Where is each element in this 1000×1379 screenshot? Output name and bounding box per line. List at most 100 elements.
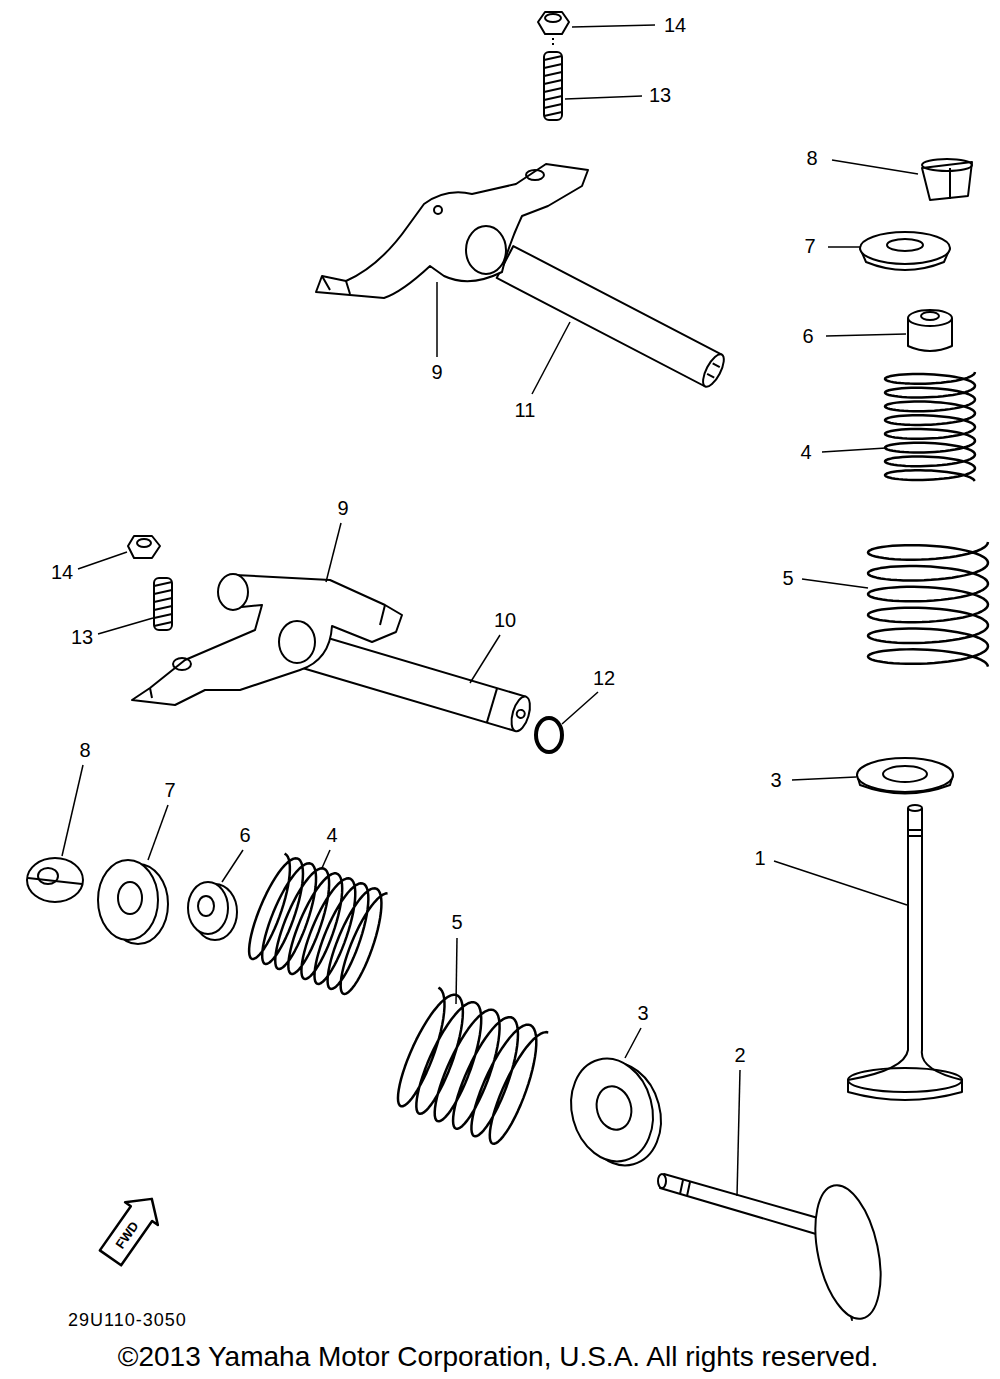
valve-cotter	[922, 159, 972, 200]
callout-number: 5	[782, 568, 793, 588]
inner-spring	[885, 372, 975, 481]
leader-line	[456, 938, 457, 1004]
callout-number: 1	[754, 848, 765, 868]
rocker-arm	[132, 574, 402, 705]
rocker-arm	[316, 164, 588, 298]
leader-line	[532, 322, 570, 394]
leader-line	[826, 334, 906, 336]
stem-seal	[908, 310, 952, 326]
spring-seat	[883, 766, 927, 782]
adjust-screw	[552, 38, 554, 48]
rocker-arm	[434, 206, 442, 214]
intake-valve	[908, 830, 922, 836]
stem-seal	[921, 312, 939, 320]
callout-number: 4	[326, 825, 337, 845]
outer-spring	[868, 542, 988, 667]
rocker-arm	[173, 658, 191, 670]
callout-number: 2	[734, 1045, 745, 1065]
spring-retainer	[887, 239, 923, 251]
leader-line	[78, 552, 127, 569]
rocker-shaft	[516, 709, 526, 719]
adjust-screw	[544, 56, 562, 116]
callout-number: 13	[649, 85, 671, 105]
spring-coil	[885, 372, 975, 481]
spring-seat	[592, 1082, 636, 1133]
rocker-shaft	[300, 633, 526, 731]
callout-number: 9	[431, 362, 442, 382]
spring-retainer	[98, 860, 168, 944]
callout-number: 6	[802, 326, 813, 346]
spring-seat	[857, 758, 953, 794]
callout-number: 6	[239, 825, 250, 845]
callout-number: 14	[51, 562, 73, 582]
spring-coil	[868, 542, 988, 667]
spring-retainer	[860, 232, 950, 264]
rocker-shaft	[497, 246, 722, 386]
valve-cotter	[27, 858, 83, 902]
intake-valve	[848, 808, 962, 1100]
stem-seal	[908, 310, 952, 351]
callout-number: 9	[337, 498, 348, 518]
stem-seal	[198, 896, 214, 916]
rocker-arm	[218, 574, 248, 610]
o-ring	[536, 718, 562, 752]
intake-valve	[848, 1068, 962, 1092]
valve-cotter	[949, 168, 951, 199]
valve-cotter	[27, 858, 83, 902]
intake-valve	[908, 805, 922, 811]
leader-line	[222, 850, 243, 882]
rocker-shaft	[497, 246, 728, 390]
callout-number: 3	[637, 1003, 648, 1023]
valve-cotter	[922, 162, 972, 200]
leader-line	[792, 777, 856, 780]
leader-line	[62, 25, 918, 1196]
spring-coil	[390, 987, 550, 1148]
hex-nut	[128, 536, 160, 558]
hex-nut	[137, 539, 151, 547]
rocker-arm	[322, 276, 350, 294]
spring-retainer	[118, 882, 142, 914]
leader-line	[470, 635, 500, 683]
rocker-arm	[279, 621, 315, 663]
hex-nut	[128, 536, 160, 558]
forward-arrow	[94, 1187, 168, 1269]
leader-line	[572, 25, 655, 27]
callout-number: 3	[770, 770, 781, 790]
exhaust-valve	[658, 1174, 666, 1188]
exhaust-valve	[680, 1180, 690, 1196]
spring-retainer	[860, 232, 950, 270]
spring-retainer	[98, 860, 158, 940]
rocker-arm	[466, 226, 506, 274]
intake-valve	[848, 805, 962, 1100]
leader-line	[832, 160, 918, 174]
drawing-code: 29U110-3050	[68, 1311, 187, 1329]
callout-number: 8	[79, 740, 90, 760]
leader-line	[148, 805, 168, 860]
leader-line	[562, 692, 598, 724]
stem-seal	[188, 882, 228, 934]
spring-seat	[560, 1049, 672, 1174]
callout-number: 12	[593, 668, 615, 688]
adjust-screw	[154, 578, 172, 630]
valve-cotter	[28, 878, 82, 884]
exhaust-valve	[805, 1179, 892, 1325]
callout-number: 14	[664, 15, 686, 35]
leader-line	[737, 1070, 740, 1196]
leader-line	[322, 850, 330, 868]
callout-number: 13	[71, 627, 93, 647]
hex-nut	[538, 12, 569, 34]
stem-seal	[188, 882, 237, 940]
forward-arrow	[94, 1187, 168, 1269]
spring-seat	[857, 758, 953, 792]
exhaust-valve	[658, 1174, 891, 1325]
valve-cotter	[922, 159, 972, 171]
leader-line	[565, 96, 642, 99]
rocker-arm	[150, 605, 385, 698]
leader-line	[436, 282, 438, 357]
leader-line	[774, 861, 907, 905]
leader-line	[828, 246, 860, 248]
leader-line	[326, 523, 341, 582]
spring-coil	[242, 852, 393, 997]
inner-spring	[242, 852, 393, 997]
